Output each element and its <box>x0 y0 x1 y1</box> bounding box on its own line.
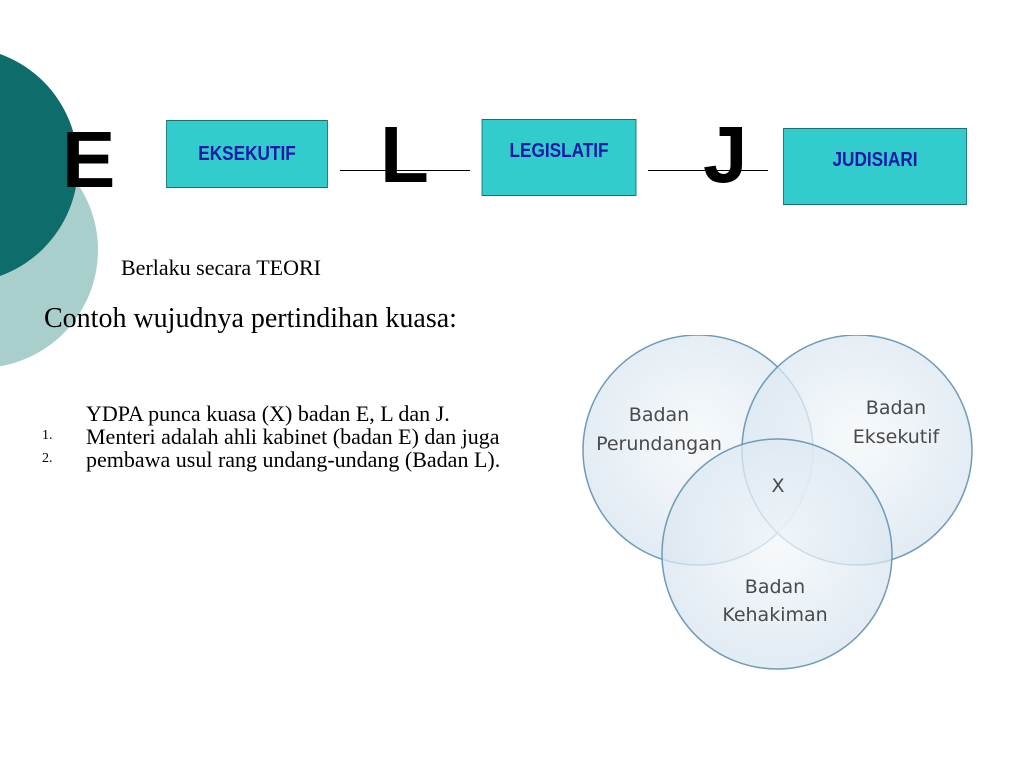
connector-e-l <box>340 170 470 171</box>
list-number-1: 1. <box>42 428 53 443</box>
venn-diagram: Badan Perundangan Badan Eksekutif Badan … <box>582 335 973 670</box>
legislative-label: LEGISLATIF <box>509 140 609 162</box>
venn-center-label: X <box>771 475 784 497</box>
decorative-circles <box>0 54 98 367</box>
example-list: YDPA punca kuasa (X) badan E, L dan J. 1… <box>42 401 532 471</box>
list-lead: YDPA punca kuasa (X) badan E, L dan J. <box>86 401 450 426</box>
judiciary-label: JUDISIARI <box>832 149 918 171</box>
venn-legislative-line1: Badan <box>629 404 689 426</box>
venn-circle-judiciary <box>661 438 893 670</box>
list-item-1: 1. Menteri adalah ahli kabinet (badan E)… <box>42 425 532 471</box>
list-text-1: Menteri adalah ahli kabinet (badan E) da… <box>86 424 501 472</box>
executive-label: EKSEKUTIF <box>198 142 296 165</box>
letter-j: J <box>703 110 748 199</box>
venn-judiciary-line1: Badan <box>745 576 805 598</box>
venn-executive-line1: Badan <box>866 397 926 419</box>
connector-l-j <box>648 170 768 171</box>
legislative-box: LEGISLATIF <box>481 119 637 196</box>
venn-executive-line2: Eksekutif <box>853 426 941 448</box>
list-number-2: 2. <box>42 451 53 466</box>
judiciary-box: JUDISIARI <box>782 128 968 205</box>
example-heading: Contoh wujudnya pertindihan kuasa: <box>44 303 457 334</box>
venn-judiciary-line2: Kehakiman <box>722 604 827 626</box>
executive-box: EKSEKUTIF <box>166 120 328 188</box>
deco-circle-dark <box>0 54 78 276</box>
theory-note: Berlaku secara TEORI <box>121 255 321 280</box>
letter-l: L <box>380 110 429 199</box>
venn-legislative-line2: Perundangan <box>596 433 722 455</box>
letter-e: E <box>62 115 116 204</box>
